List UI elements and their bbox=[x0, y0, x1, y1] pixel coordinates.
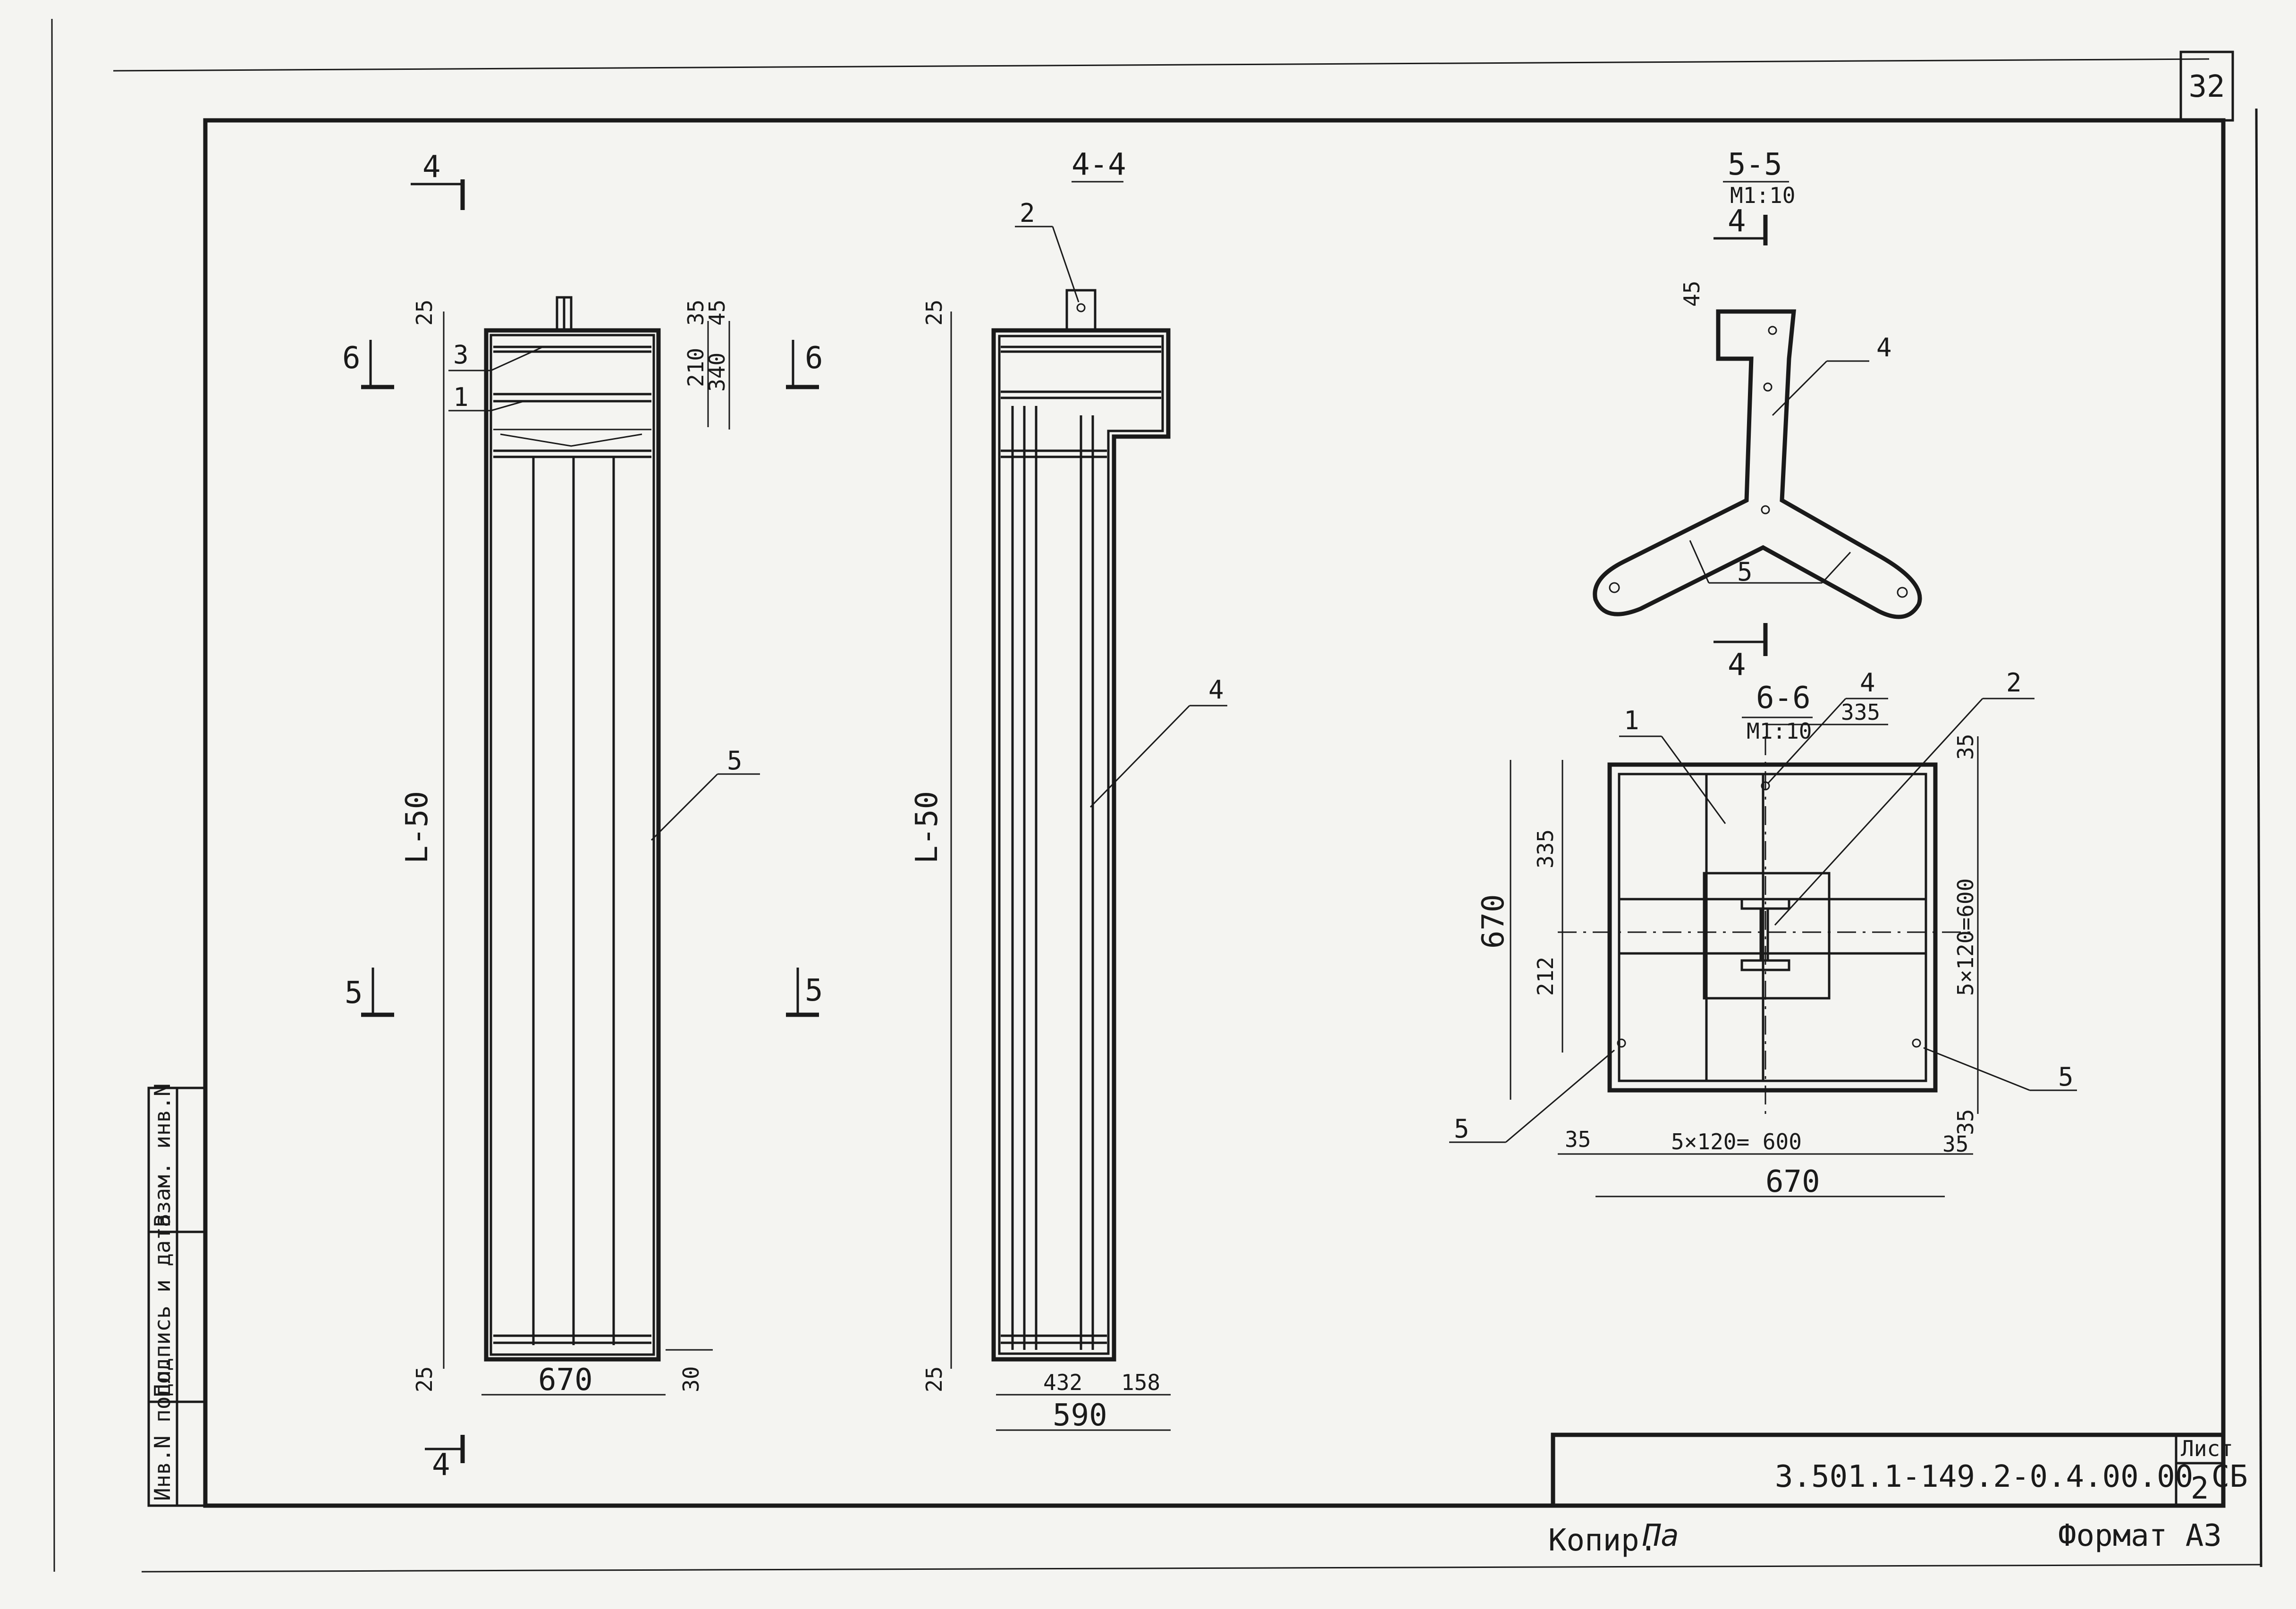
callout-5-left: 5 bbox=[727, 746, 743, 775]
dim-25-top-4-4: 25 bbox=[921, 300, 947, 326]
dim-35-top-right: 35 bbox=[1953, 734, 1978, 760]
dim-335-left: 335 bbox=[1533, 829, 1558, 868]
paper-edge-line bbox=[113, 58, 2210, 72]
drawing-frame bbox=[203, 118, 2226, 1508]
dim-30-left: 30 bbox=[678, 1366, 704, 1392]
dim-670-bottom: 670 bbox=[1765, 1164, 1820, 1199]
section-6-6-view: 6-6 М1:10 1 4 2 5 5 335 bbox=[1449, 668, 2077, 1199]
dim-25-bottom-left: 25 bbox=[412, 1366, 437, 1392]
dim-670-left: 670 bbox=[538, 1363, 593, 1398]
vertical-strip bbox=[1705, 773, 1764, 1082]
format-label: Формат А3 bbox=[2058, 1518, 2222, 1553]
copier-signature: Па bbox=[1642, 1518, 1679, 1553]
dim-35-bottom: 35 bbox=[1942, 1131, 1968, 1157]
stamp-signature-label: Подпись и дата bbox=[150, 1214, 175, 1397]
copied-by-label: Копир. bbox=[1548, 1523, 1657, 1558]
dim-35-bottom-right: 35 bbox=[1953, 1109, 1978, 1135]
callout-5-6-6-left: 5 bbox=[1454, 1114, 1469, 1144]
lifting-plate bbox=[1065, 289, 1097, 332]
dim-25-bottom-4-4: 25 bbox=[921, 1366, 947, 1392]
callout-4-5-5: 4 bbox=[1876, 333, 1892, 362]
center-plate bbox=[1703, 872, 1831, 1000]
cut-mark-bottom-label: 4 bbox=[432, 1448, 450, 1483]
callout-2-6-6: 2 bbox=[2006, 668, 2022, 698]
dim-670-left-6-6: 670 bbox=[1476, 894, 1511, 949]
callout-2-4-4: 2 bbox=[1020, 198, 1035, 228]
dim-212: 212 bbox=[1533, 957, 1558, 996]
dim-35-left: 35 bbox=[683, 300, 709, 326]
section-5-5-scale: М1:10 bbox=[1730, 183, 1795, 208]
section-6-6-title: 6-6 bbox=[1756, 681, 1811, 716]
section-6-6-scale: М1:10 bbox=[1747, 718, 1812, 744]
length-label-left: L-50 bbox=[400, 791, 435, 864]
dim-335-top: 335 bbox=[1841, 699, 1880, 725]
dim-45-left: 45 bbox=[704, 300, 730, 326]
dim-45-5-5: 45 bbox=[1679, 281, 1705, 307]
dim-340-left: 340 bbox=[704, 353, 730, 392]
left-elevation-view: 4 4 6 6 5 3 1 5 25 L-50 25 35 45 210 340 bbox=[342, 150, 823, 1483]
callout-4-4-4: 4 bbox=[1208, 675, 1224, 705]
page-number-box bbox=[2179, 51, 2234, 122]
section-5-left-label: 5 bbox=[345, 976, 363, 1011]
callout-1-6-6: 1 bbox=[1624, 706, 1639, 735]
section-5-5-title: 5-5 bbox=[1728, 147, 1782, 182]
section-6-right-label: 6 bbox=[805, 341, 823, 376]
dim-25-top-left: 25 bbox=[412, 300, 437, 326]
section-4-4-title: 4-4 bbox=[1072, 147, 1126, 182]
title-block: 3.501.1-149.2-0.4.00.00 СБ Лист 2 bbox=[1551, 1432, 2248, 1508]
callout-3-left: 3 bbox=[453, 340, 469, 370]
horizontal-strip bbox=[1618, 898, 1927, 955]
tripod-profile bbox=[1593, 309, 1922, 619]
dim-432-4-4: 432 bbox=[1043, 1370, 1082, 1395]
paper-edge-line bbox=[141, 1564, 2262, 1573]
callout-4-6-6: 4 bbox=[1860, 668, 1875, 698]
section-4-4-view: 4-4 2 4 5 25 L-50 25 432 158 bbox=[786, 147, 1227, 1433]
dim-590-4-4: 590 bbox=[1053, 1398, 1107, 1433]
stamp-inventory-label: Инв.N подл. bbox=[150, 1357, 175, 1501]
callout-5-5-5: 5 bbox=[1737, 557, 1753, 587]
cut-5-5-bottom-label: 4 bbox=[1728, 648, 1746, 682]
section-5-5-view: 5-5 М1:10 4 4 45 4 5 bbox=[1593, 147, 1922, 682]
page-number: 32 bbox=[2188, 69, 2225, 104]
stamp-replace-label: Взам. инв.N bbox=[150, 1083, 175, 1227]
drawing-code: 3.501.1-149.2-0.4.00.00 СБ bbox=[1775, 1459, 2248, 1494]
dim-210-left: 210 bbox=[683, 348, 709, 387]
cut-mark-top-label: 4 bbox=[422, 150, 441, 185]
sheet-number: 2 bbox=[2191, 1471, 2209, 1506]
dim-600-right: 5×120=600 bbox=[1953, 878, 1978, 996]
sheet-label: Лист bbox=[2181, 1436, 2233, 1461]
paper-edge-line bbox=[2255, 108, 2262, 1567]
section-5-4-4-label: 5 bbox=[805, 973, 823, 1008]
paper-edge-line bbox=[51, 18, 55, 1572]
foundation-outline bbox=[1607, 762, 1938, 1093]
callout-1-left: 1 bbox=[453, 382, 469, 412]
dim-158-4-4: 158 bbox=[1121, 1370, 1160, 1395]
dim-600-bottom: 5×120= 600 bbox=[1671, 1129, 1802, 1154]
section-6-left-label: 6 bbox=[342, 341, 361, 376]
cut-5-5-top-label: 4 bbox=[1728, 204, 1746, 239]
dim-35-bottom-left: 35 bbox=[1565, 1127, 1591, 1152]
side-stamp: Инв.N подл. Подпись и дата Взам. инв.N bbox=[147, 1083, 207, 1507]
callout-5-6-6-right: 5 bbox=[2058, 1062, 2074, 1092]
length-label-4-4: L-50 bbox=[910, 791, 945, 864]
